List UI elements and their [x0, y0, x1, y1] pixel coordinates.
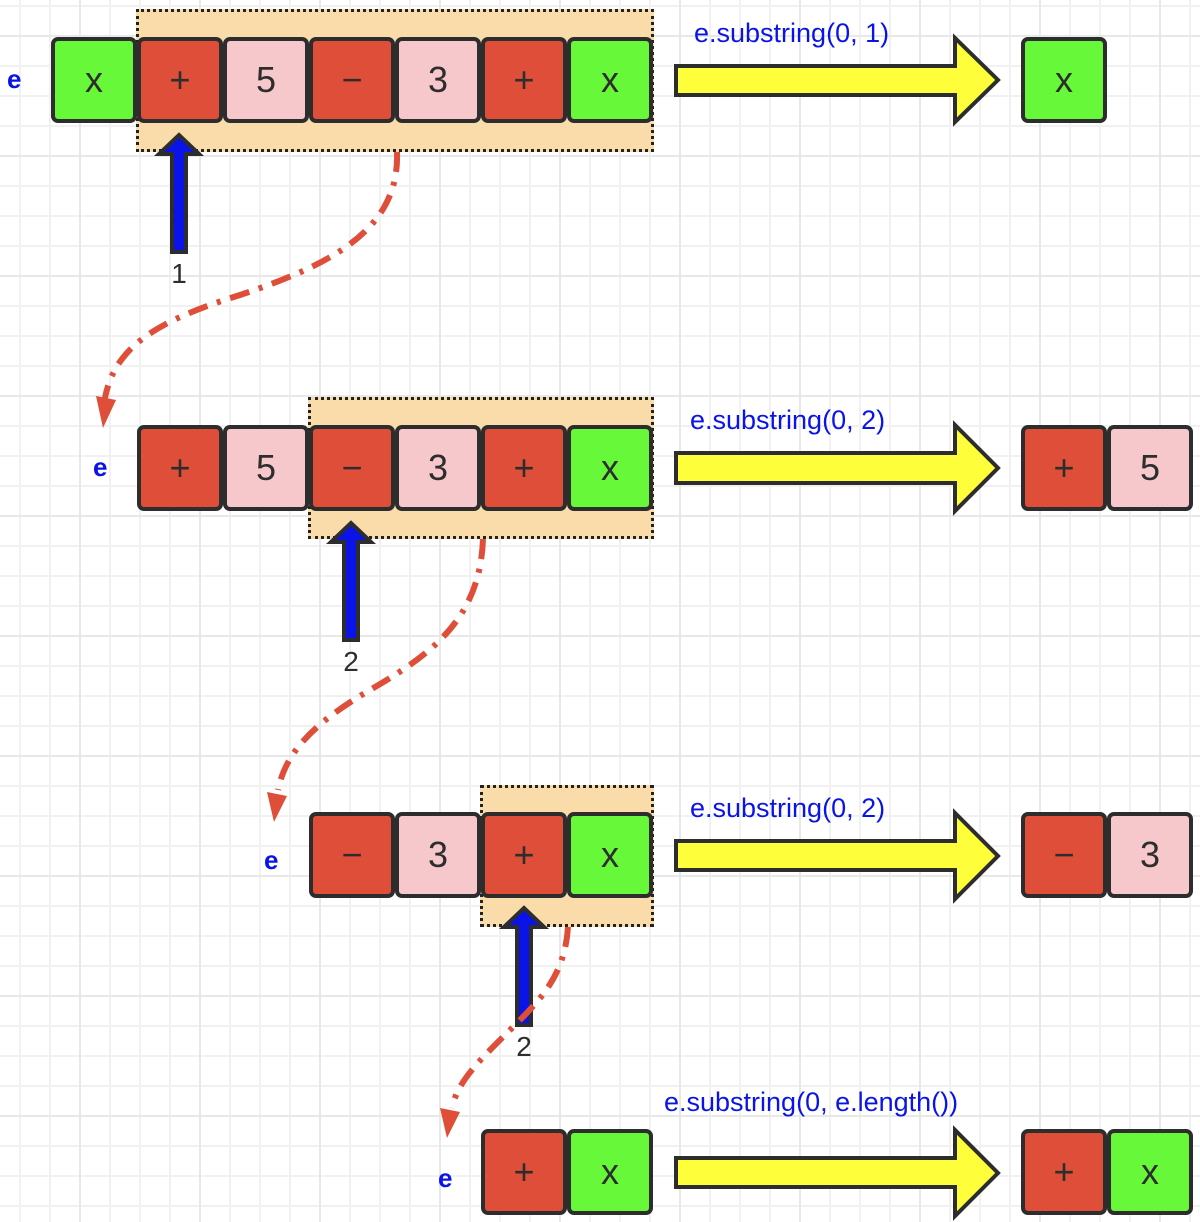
result-cells: x	[1021, 37, 1107, 123]
flow-arrowhead-icon	[96, 396, 116, 428]
result-cells: − 3	[1021, 812, 1193, 898]
string-cells: + 5 − 3 + x	[137, 425, 653, 511]
flow-arrowhead-icon	[440, 1108, 460, 1138]
cell: x	[567, 1129, 653, 1215]
pointer-index-label: 1	[171, 258, 187, 289]
operation-label: e.substring(0, 2)	[690, 405, 886, 435]
result-cell: 3	[1107, 812, 1193, 898]
result-cell: +	[1021, 1129, 1107, 1215]
operation-label: e.substring(0, e.length())	[664, 1087, 959, 1117]
string-cells: x + 5 − 3 + x	[51, 37, 653, 123]
cell: +	[481, 1129, 567, 1215]
string-cells: + x	[481, 1129, 653, 1215]
cell: +	[137, 425, 223, 511]
variable-label: e	[438, 1163, 453, 1193]
cell: −	[309, 425, 395, 511]
substring-arrow-icon	[674, 420, 1001, 516]
cell: x	[51, 37, 137, 123]
substring-arrow-icon	[674, 33, 1001, 127]
cell: −	[309, 37, 395, 123]
operation-label: e.substring(0, 1)	[694, 18, 890, 48]
flow-arrow-icon	[275, 538, 486, 791]
cell: 3	[395, 37, 481, 123]
flow-arrow-icon	[102, 151, 401, 399]
cell: +	[481, 812, 567, 898]
pointer-index-label: 2	[343, 646, 359, 677]
cell: −	[309, 812, 395, 898]
operation-label: e.substring(0, 2)	[690, 793, 886, 823]
result-cells: + x	[1021, 1129, 1193, 1215]
pointer-index-label: 2	[516, 1031, 532, 1062]
cell: 5	[223, 37, 309, 123]
variable-label: e	[264, 845, 279, 875]
result-cell: −	[1021, 812, 1107, 898]
result-cell: 5	[1107, 425, 1193, 511]
pointer-arrow-icon	[325, 520, 377, 642]
cell: +	[481, 37, 567, 123]
result-cell: x	[1021, 37, 1107, 123]
flow-arrow-icon	[449, 926, 571, 1109]
substring-arrow-icon	[674, 808, 1001, 904]
variable-label: e	[7, 64, 22, 94]
cell: x	[567, 425, 653, 511]
result-cells: + 5	[1021, 425, 1193, 511]
result-cell: x	[1107, 1129, 1193, 1215]
variable-label: e	[93, 452, 108, 482]
cell: 3	[395, 812, 481, 898]
result-cell: +	[1021, 425, 1107, 511]
pointer-arrow-icon	[153, 132, 205, 254]
cell: +	[137, 37, 223, 123]
string-cells: − 3 + x	[309, 812, 653, 898]
cell: 5	[223, 425, 309, 511]
flow-arrowhead-icon	[267, 792, 287, 822]
cell: x	[567, 812, 653, 898]
pointer-arrow-icon	[498, 905, 550, 1027]
cell: x	[567, 37, 653, 123]
cell: 3	[395, 425, 481, 511]
substring-arrow-icon	[674, 1125, 1001, 1221]
cell: +	[481, 425, 567, 511]
